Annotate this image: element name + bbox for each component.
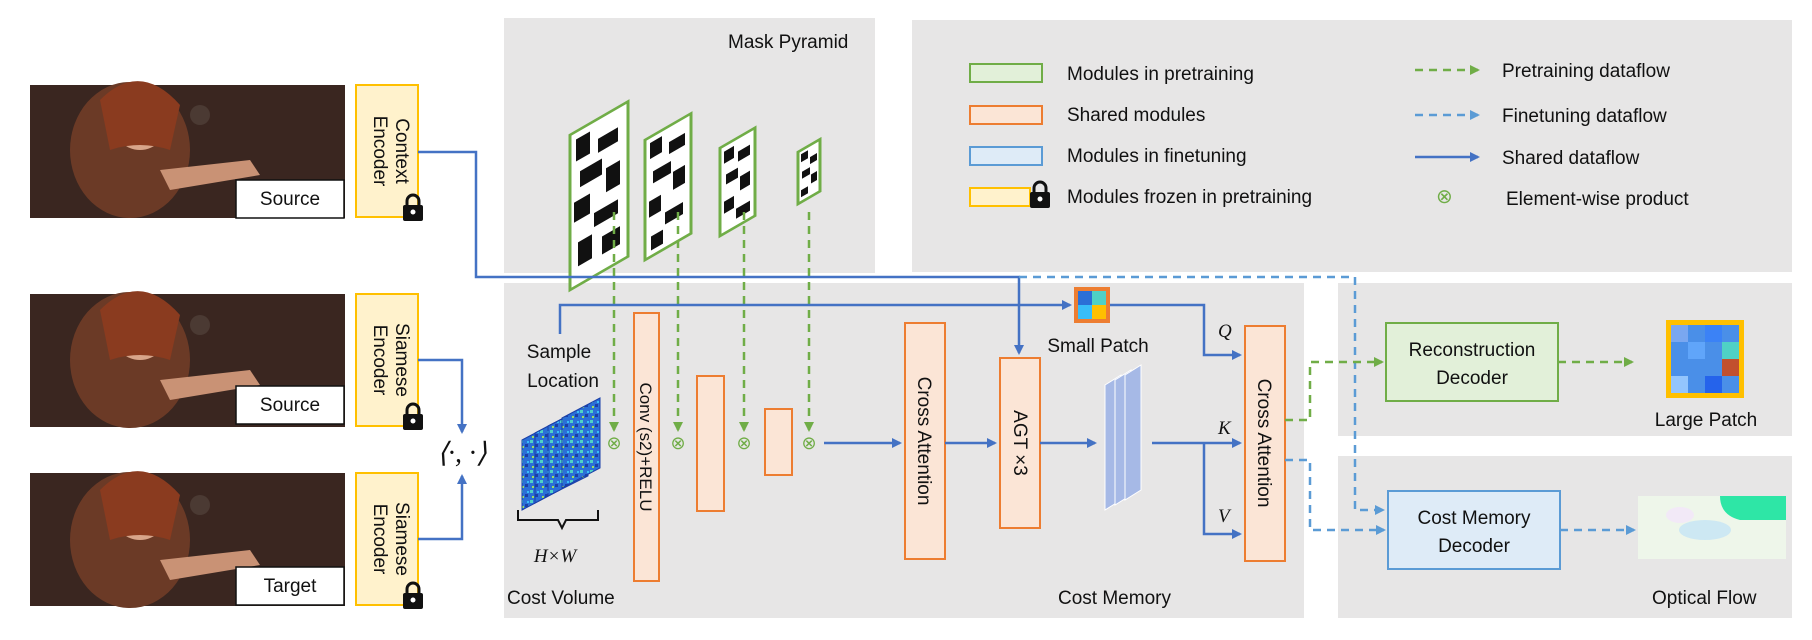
source-image-1: Source <box>30 81 345 219</box>
otimes-2-icon: ⊗ <box>670 433 685 453</box>
source-image-2: Source <box>30 291 345 428</box>
legend-label-shared-flow: Shared dataflow <box>1502 148 1640 169</box>
cost-memory-decoder-line2: Decoder <box>1438 536 1510 557</box>
siamese-encoder-2-line2: Encoder <box>369 504 390 575</box>
cross-attention-1-label: Cross Attention <box>913 377 934 506</box>
hw-brace <box>517 510 599 531</box>
legend-label-finetuning: Modules in finetuning <box>1067 146 1247 167</box>
legend-panel <box>912 20 1792 272</box>
legend-swatch-finetuning <box>969 146 1043 166</box>
optical-flow-image <box>1638 496 1786 559</box>
cost-memory-decoder-line1: Cost Memory <box>1418 508 1531 529</box>
legend-label-shared: Shared modules <box>1067 105 1205 126</box>
inner-product-symbol: ⟨·, ·⟩ <box>437 438 487 469</box>
legend-label-pretraining-flow: Pretraining dataflow <box>1502 61 1670 82</box>
arrow-context-to-agt <box>418 150 1024 355</box>
cross-attention-2-label: Cross Attention <box>1253 379 1274 508</box>
conv-feature-2 <box>696 375 725 512</box>
siamese-encoder-1-line1: Siamese <box>391 323 412 397</box>
large-patch-label: Large Patch <box>1655 410 1757 431</box>
conv-feature-3 <box>764 408 793 476</box>
arrow-siamese1-to-product <box>418 358 467 434</box>
cross-attention-1 <box>904 322 946 560</box>
sample-location-line1: Sample <box>527 342 591 363</box>
legend-label-finetuning-flow: Finetuning dataflow <box>1502 106 1667 127</box>
q-label: Q <box>1218 321 1232 342</box>
conv-block <box>633 312 660 582</box>
cost-memory-label: Cost Memory <box>1058 588 1171 609</box>
legend-label-elementwise: Element-wise product <box>1506 189 1689 210</box>
arrow-memory-to-v <box>1202 443 1242 539</box>
context-encoder: Context Encoder <box>355 84 425 223</box>
siamese-encoder-1-line2: Encoder <box>369 325 390 396</box>
small-patch-cell-1 <box>1078 291 1092 305</box>
cost-volume-label: Cost Volume <box>507 588 615 609</box>
legend-label-frozen: Modules frozen in pretraining <box>1067 187 1312 208</box>
small-patch-cell-3 <box>1078 305 1092 319</box>
cross-attention-2 <box>1244 325 1286 562</box>
reconstruction-decoder-line1: Reconstruction <box>1409 340 1536 361</box>
conv-label: Conv (s2)+RELU <box>636 383 655 512</box>
arrow-ca2-to-reconstruction <box>1285 357 1384 422</box>
arrow-ca2-to-cm-decoder <box>1285 458 1386 535</box>
target-label: Target <box>264 576 318 597</box>
agt-label: AGT ×3 <box>1009 410 1030 476</box>
arrow-siamese2-to-product <box>418 474 467 541</box>
small-patch-cell-4 <box>1092 305 1106 319</box>
optical-flow-label: Optical Flow <box>1652 588 1757 609</box>
cost-volume-stack <box>521 397 601 511</box>
siamese-encoder-1: Siamese Encoder <box>355 293 425 432</box>
large-patch <box>1666 320 1744 398</box>
small-patch-label: Small Patch <box>1047 336 1148 357</box>
legend-label-pretraining: Modules in pretraining <box>1067 64 1254 85</box>
arrow-small-patch-to-q <box>1110 303 1242 360</box>
small-patch-cell-2 <box>1092 291 1106 305</box>
reconstruction-decoder-line2: Decoder <box>1436 368 1508 389</box>
context-encoder-line1: Context <box>391 118 412 184</box>
legend-swatch-shared <box>969 105 1043 125</box>
otimes-4-icon: ⊗ <box>801 433 816 453</box>
siamese-encoder-2-line1: Siamese <box>391 502 412 576</box>
otimes-1-icon: ⊗ <box>606 433 621 453</box>
legend-otimes-icon: ⊗ <box>1436 186 1453 208</box>
cost-memory-decoder <box>1387 490 1561 570</box>
target-image: Target <box>30 471 345 608</box>
sample-location-line2: Location <box>527 371 599 392</box>
siamese-encoder-2: Siamese Encoder <box>355 472 425 611</box>
mask-pyramid <box>568 99 822 293</box>
otimes-3-icon: ⊗ <box>736 433 751 453</box>
arrow-sample-to-small-patch <box>558 300 1072 334</box>
legend-swatch-pretraining <box>969 63 1043 83</box>
hw-label: H×W <box>533 546 579 567</box>
legend: Modules in pretraining Shared modules Mo… <box>969 61 1689 210</box>
v-label: V <box>1218 506 1232 527</box>
legend-swatch-frozen <box>969 187 1031 207</box>
source-label-1: Source <box>260 189 320 210</box>
arrow-context-to-cm-decoder <box>1019 275 1385 515</box>
cost-memory-tokens <box>1104 364 1142 511</box>
reconstruction-decoder <box>1385 322 1559 402</box>
k-label: K <box>1217 418 1232 439</box>
source-label-2: Source <box>260 395 320 416</box>
mask-pyramid-title: Mask Pyramid <box>728 32 848 53</box>
context-encoder-line2: Encoder <box>369 116 390 187</box>
